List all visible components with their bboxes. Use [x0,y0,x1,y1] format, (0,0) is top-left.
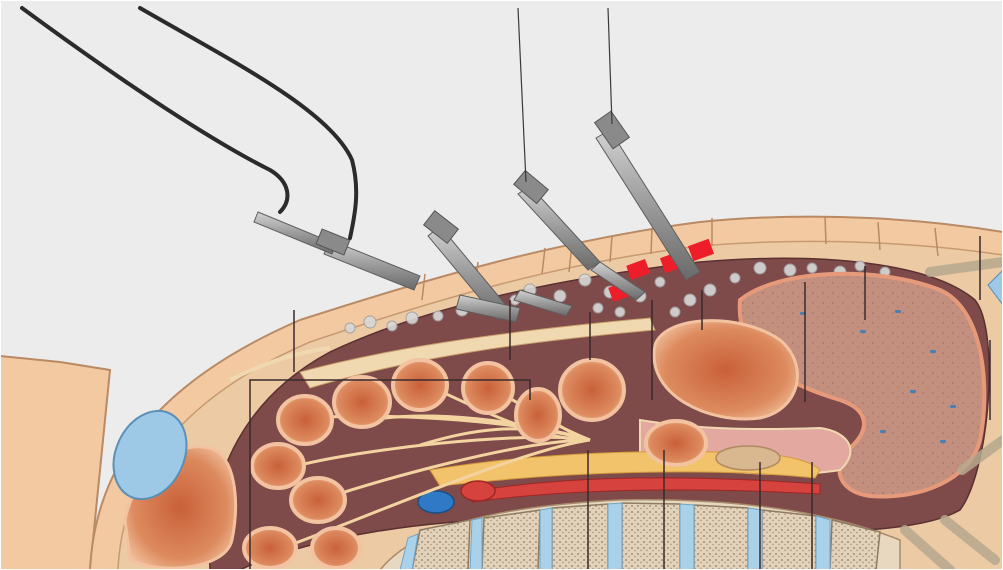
pancreas [716,446,780,470]
aorta [461,481,495,501]
